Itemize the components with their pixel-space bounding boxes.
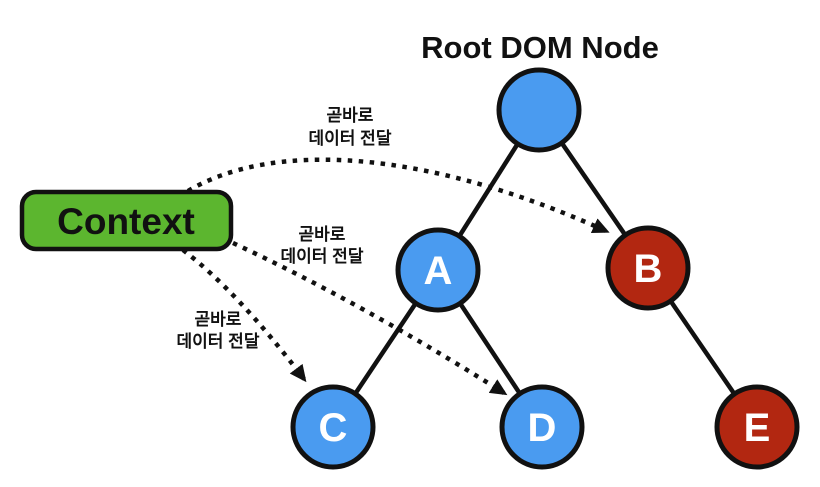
node-d: D <box>499 384 585 470</box>
context-box-label: Context <box>57 201 195 242</box>
node-e-circle <box>714 384 800 470</box>
arrow-label-bottom-line1: 곧바로 <box>195 310 242 329</box>
arrow-label-bottom: 곧바로 데이터 전달 <box>177 310 260 351</box>
arrow-label-top-line2: 데이터 전달 <box>309 128 392 148</box>
node-root <box>496 67 582 153</box>
node-b-circle <box>605 225 691 311</box>
node-d-label: D <box>528 406 557 450</box>
context-box-rect <box>19 189 234 252</box>
node-b: B <box>605 225 691 311</box>
node-c-circle <box>290 384 376 470</box>
node-e-label: E <box>744 406 771 450</box>
context-arrow-to-d <box>232 240 508 396</box>
context-box: Context <box>19 189 234 252</box>
node-b-label: B <box>634 247 663 291</box>
arrow-label-middle: 곧바로 데이터 전달 <box>281 225 364 266</box>
arrow-label-top-line1: 곧바로 <box>327 106 374 125</box>
node-root-circle <box>496 67 582 153</box>
node-c: C <box>290 384 376 470</box>
node-d-circle <box>499 384 585 470</box>
diagram-title: Root DOM Node <box>421 30 659 65</box>
node-a: A <box>395 227 481 313</box>
arrow-label-top: 곧바로 데이터 전달 <box>309 106 392 148</box>
node-a-label: A <box>424 249 453 293</box>
arrow-label-bottom-line2: 데이터 전달 <box>177 331 260 351</box>
node-e: E <box>714 384 800 470</box>
node-c-label: C <box>319 406 348 450</box>
context-arrow-to-b <box>186 157 610 234</box>
context-arrow-to-c <box>181 248 307 383</box>
arrow-label-middle-line1: 곧바로 <box>299 225 346 244</box>
node-a-circle <box>395 227 481 313</box>
arrow-label-middle-line2: 데이터 전달 <box>281 246 364 266</box>
